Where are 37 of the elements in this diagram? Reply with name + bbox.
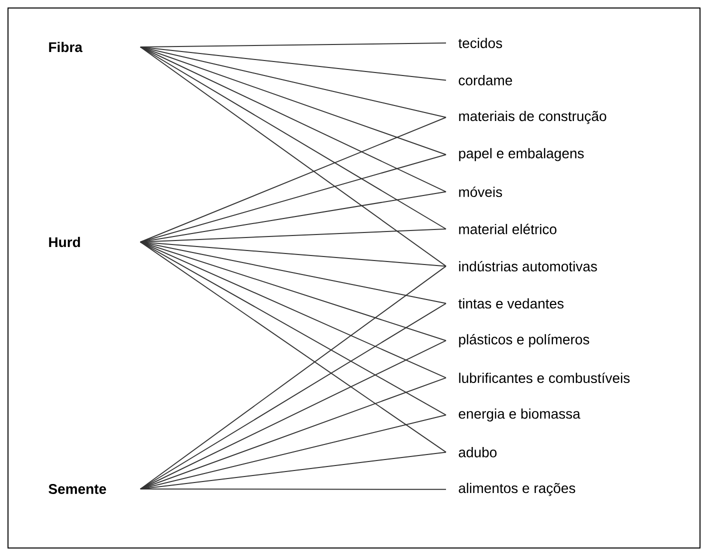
product-label: móveis xyxy=(459,186,502,198)
product-label: alimentos e rações xyxy=(458,482,576,496)
connector-line xyxy=(140,242,446,378)
source-label: Hurd xyxy=(49,236,80,248)
connector-line xyxy=(140,242,446,342)
product-label: lubrificantes e combustíveis xyxy=(459,372,630,384)
connector-line xyxy=(140,488,446,490)
connector-line xyxy=(140,242,446,453)
product-label: materiais de construção xyxy=(459,110,606,124)
connector-line xyxy=(140,46,446,230)
connector-line xyxy=(140,377,446,490)
connector-line xyxy=(140,414,446,490)
connector-line xyxy=(140,302,446,490)
source-label: Semente xyxy=(48,484,106,494)
product-label: material elétrico xyxy=(459,224,556,234)
connector-line xyxy=(140,154,446,242)
product-label: papel e embalagens xyxy=(459,148,584,162)
connector-line xyxy=(140,46,446,156)
connector-line xyxy=(140,340,446,490)
product-label: plásticos e polímeros xyxy=(459,334,590,348)
connector-line xyxy=(140,242,446,267)
product-label: adubo xyxy=(458,447,497,458)
connector-line xyxy=(140,46,446,267)
source-label: Fibra xyxy=(49,42,83,52)
connector-line xyxy=(140,116,446,242)
product-label: tecidos xyxy=(458,38,502,48)
connector-line xyxy=(140,46,446,81)
connector-line xyxy=(140,46,446,192)
connector-line xyxy=(140,46,446,118)
product-label: tintas e vedantes xyxy=(458,298,564,309)
product-label: indústrias automotivas xyxy=(459,260,597,272)
product-label: cordame xyxy=(458,75,512,86)
connector-line xyxy=(140,452,446,490)
product-label: energia e biomassa xyxy=(458,408,580,422)
connector-line xyxy=(140,266,446,490)
connector-line xyxy=(140,242,446,416)
connector-line xyxy=(140,191,446,242)
